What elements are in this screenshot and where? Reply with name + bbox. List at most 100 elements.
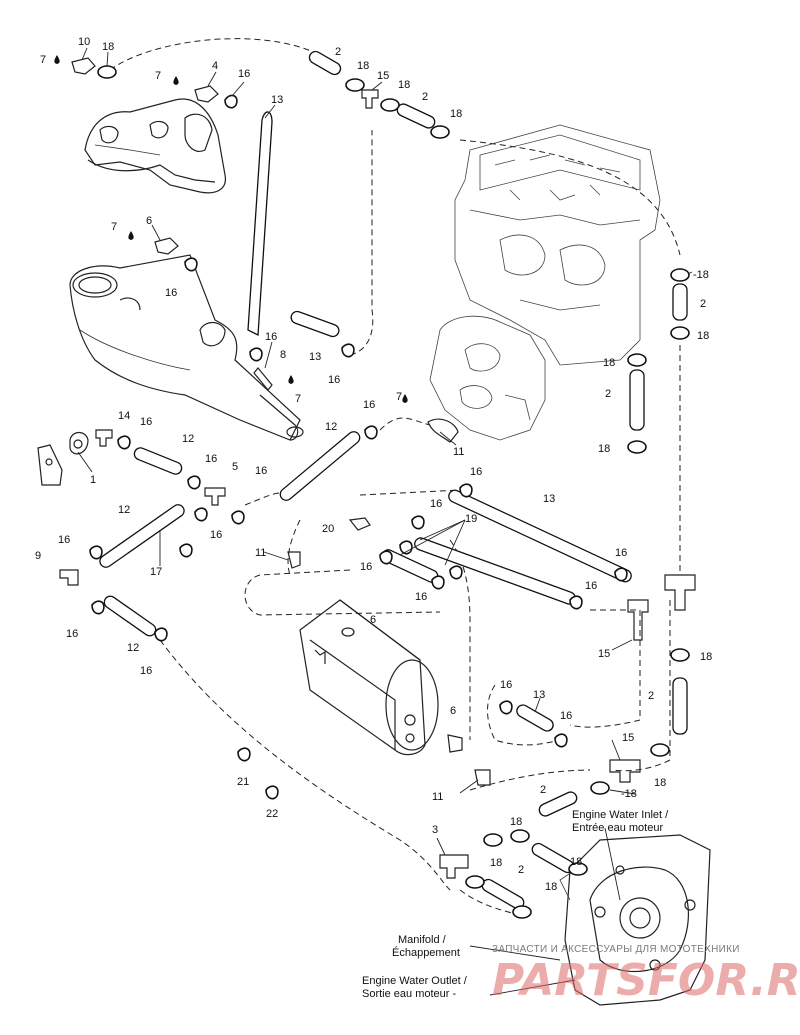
callout-18: 18	[570, 856, 582, 868]
callout-2: 2	[700, 298, 706, 310]
sealant-drop-icon	[173, 76, 179, 85]
callout-12: 12	[325, 421, 337, 433]
callout-18: 18	[598, 443, 610, 455]
callout-6: 6	[450, 705, 456, 717]
callout-2: 2	[605, 388, 611, 400]
callout-18: 18	[357, 60, 369, 72]
callout-12: 12	[127, 642, 139, 654]
callout-12: 12	[182, 433, 194, 445]
callout-16: 16	[255, 465, 267, 477]
callout-16: 16	[210, 529, 222, 541]
callout-7: 7	[40, 54, 46, 66]
callout-16: 16	[430, 498, 442, 510]
callout-12: 12	[118, 504, 130, 516]
callout-3: 3	[432, 824, 438, 836]
engine-water-outlet-label: Engine Water Outlet /	[362, 975, 468, 987]
callout-6: 6	[370, 614, 376, 626]
callout-18: 18	[697, 330, 709, 342]
engine-block	[454, 124, 661, 366]
callout-13: 13	[271, 94, 283, 106]
callout-16: 16	[363, 399, 375, 411]
sealant-drop-icon	[128, 231, 134, 240]
manifold-label-fr: Échappement	[392, 946, 460, 959]
callout-21: 21	[237, 776, 249, 788]
callout-11: 11	[432, 791, 443, 803]
fittings	[37, 57, 696, 879]
callout-14: 14	[118, 410, 130, 422]
callout-numbers: 7 10 18 2 7 4 16 18 15 18 2 18 13 7 6 16…	[35, 36, 712, 893]
callout-16: 16	[205, 453, 217, 465]
callout-18: 18	[700, 651, 712, 663]
engine-water-inlet-label-fr: Entrée eau moteur	[572, 822, 663, 834]
exhaust-manifold	[84, 98, 227, 194]
callout-15: 15	[377, 70, 389, 82]
callout-16: 16	[585, 580, 597, 592]
callout-18: 18	[545, 881, 557, 893]
tuned-pipe	[69, 254, 304, 441]
callout-16: 16	[140, 416, 152, 428]
callout-16: 16	[560, 710, 572, 722]
callout-18: 18	[654, 777, 666, 789]
callout-11: 11	[453, 446, 464, 458]
callout-16: 16	[615, 547, 627, 559]
callout-2: 2	[335, 46, 341, 58]
callout-7: 7	[111, 221, 117, 233]
engine-water-inlet-label: Engine Water Inlet /	[572, 809, 669, 821]
sealant-drops	[54, 55, 408, 403]
callout-8: 8	[280, 349, 286, 361]
callout-2: 2	[518, 864, 524, 876]
callout-16: 16	[140, 665, 152, 677]
intake-plate	[559, 834, 711, 1006]
hose-routing-lines	[109, 38, 681, 916]
callout-18: -18	[693, 269, 709, 281]
callout-16: 16	[500, 679, 512, 691]
callout-18: 18	[102, 41, 114, 53]
callout-13: 13	[543, 493, 555, 505]
callout-9: 9	[35, 550, 41, 562]
watermark-tagline: ЗАПЧАСТИ И АКСЕССУАРЫ ДЛЯ МОТОТЕХНИКИ	[492, 944, 740, 955]
callout-13: 13	[309, 351, 321, 363]
callout-15: 15	[622, 732, 634, 744]
callout-4: 4	[212, 60, 218, 72]
callout-18: 18	[490, 857, 502, 869]
watermark-logo: PARTSFOR.RU	[492, 955, 800, 1006]
callout-18: 18	[450, 108, 462, 120]
callout-22: 22	[266, 808, 278, 820]
callout-16: 16	[265, 331, 277, 343]
hoses	[99, 50, 688, 910]
muffler	[299, 599, 439, 756]
sealant-drop-icon	[402, 394, 408, 403]
callout-2: 2	[648, 690, 654, 702]
manifold-label: Manifold /	[398, 934, 447, 946]
callout-2: 2	[422, 91, 428, 103]
text-labels: Engine Water Inlet / Entrée eau moteur M…	[362, 809, 669, 1000]
callout-7: 7	[396, 391, 402, 403]
sealant-drop-icon	[54, 55, 60, 64]
leader-lines	[77, 47, 693, 996]
callout-13: 13	[533, 689, 545, 701]
callout-7: 7	[155, 70, 161, 82]
callout-16: 16	[360, 561, 372, 573]
callout-16: 16	[66, 628, 78, 640]
watermark: ЗАПЧАСТИ И АКСЕССУАРЫ ДЛЯ МОТОТЕХНИКИ PA…	[492, 944, 800, 1006]
callout-18: 18	[398, 79, 410, 91]
exhaust-casting	[429, 315, 546, 441]
callout-6: 6	[146, 215, 152, 227]
callout-16: 16	[165, 287, 177, 299]
callout-2: 2	[540, 784, 546, 796]
callout-16: 16	[58, 534, 70, 546]
callout-18: 18	[603, 357, 615, 369]
callout-5: 5	[232, 461, 238, 473]
callout-7: 7	[295, 393, 301, 405]
callout-16: 16	[328, 374, 340, 386]
callout-16: 16	[415, 591, 427, 603]
clamps	[89, 65, 690, 919]
callout-16: 16	[470, 466, 482, 478]
sealant-drop-icon	[288, 375, 294, 384]
callout-17: 17	[150, 566, 162, 578]
callout-15: 15	[598, 648, 610, 660]
callout-18: -18	[621, 788, 637, 800]
callout-16: 16	[238, 68, 250, 80]
callout-20: 20	[322, 523, 334, 535]
